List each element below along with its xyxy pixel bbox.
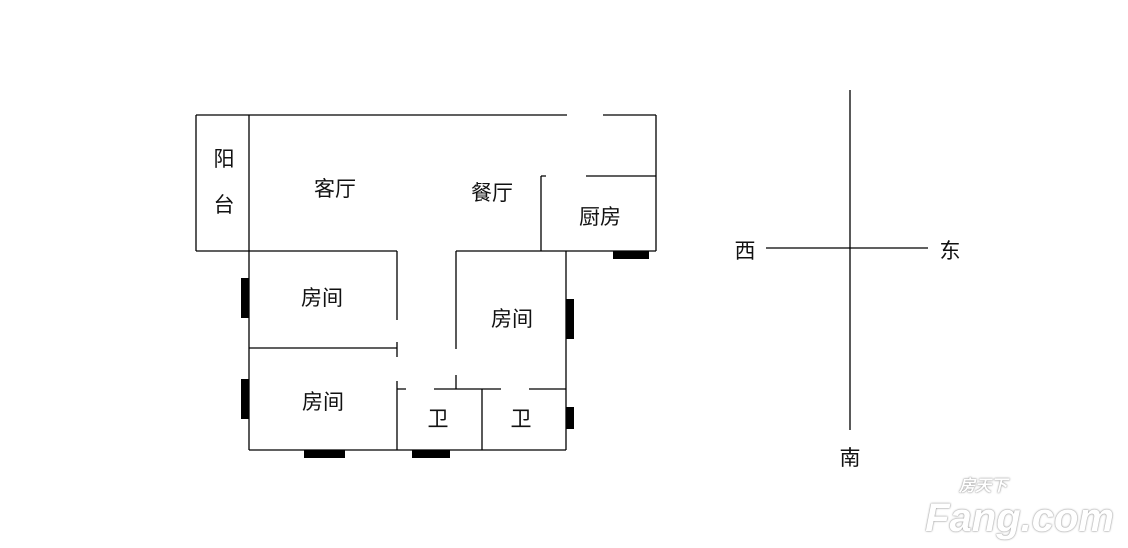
watermark-chinese: 房天下 bbox=[959, 478, 1008, 495]
window bbox=[566, 299, 574, 339]
room-label-bath: 卫 bbox=[510, 407, 532, 431]
room-label-balcony: 台 bbox=[213, 193, 235, 217]
room-label-living: 客厅 bbox=[314, 177, 356, 201]
compass-south: 南 bbox=[839, 446, 861, 470]
window bbox=[412, 450, 450, 458]
wall bbox=[195, 114, 657, 451]
window bbox=[241, 379, 249, 419]
window bbox=[241, 278, 249, 318]
window bbox=[613, 251, 649, 259]
room-label-bedroom: 房间 bbox=[302, 390, 344, 414]
watermark-brand: Fang.com bbox=[925, 496, 1114, 540]
room-label-balcony: 阳 bbox=[213, 147, 235, 171]
room-label-kitchen: 厨房 bbox=[579, 205, 621, 229]
compass-cross bbox=[766, 90, 928, 430]
room-label-bedroom: 房间 bbox=[301, 286, 343, 310]
compass-east: 东 bbox=[939, 239, 961, 263]
compass-west: 西 bbox=[734, 239, 756, 263]
window bbox=[566, 407, 574, 429]
room-label-dining: 餐厅 bbox=[471, 181, 513, 205]
window bbox=[304, 450, 345, 458]
room-label-bedroom: 房间 bbox=[491, 307, 533, 331]
watermark-logo: 房天下 Fang.com bbox=[925, 477, 1114, 540]
room-label-bath: 卫 bbox=[427, 407, 449, 431]
windows bbox=[241, 251, 649, 458]
